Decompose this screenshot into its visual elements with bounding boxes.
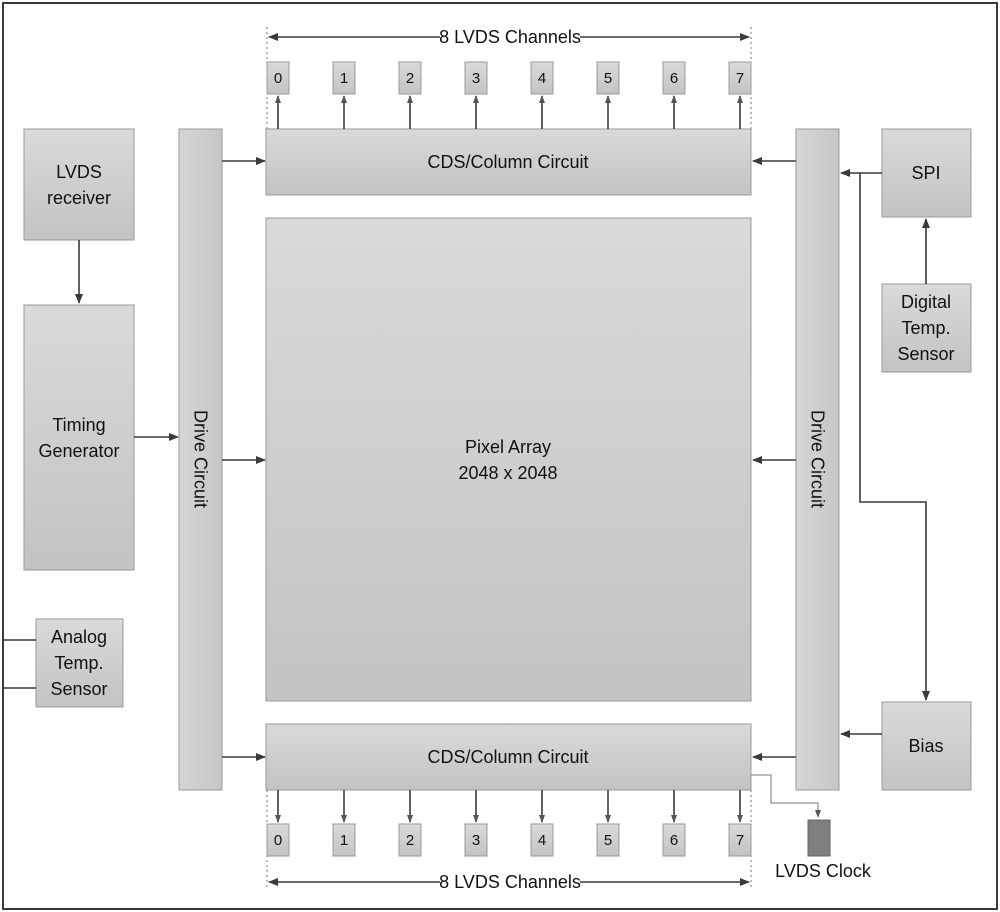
top-channel-label-6: 6: [670, 70, 678, 87]
drive-circuit-left-label: Drive Circuit: [191, 410, 211, 508]
top-channel-label-4: 4: [538, 70, 546, 87]
top-channel-pad-1: [332, 61, 356, 95]
bottom-channel-pad-6: [662, 823, 686, 857]
pixel-array-block: Pixel Array 2048 x 2048: [265, 217, 752, 702]
top-channel-pad-2: [398, 61, 422, 95]
analog-temp-sensor-label-3: Sensor: [50, 679, 107, 699]
timing-generator-label-2: Generator: [38, 441, 119, 461]
timing-generator-label-1: Timing: [52, 415, 105, 435]
analog-temp-sensor-block: Analog Temp. Sensor: [35, 618, 124, 708]
top-channel-pad-0: [266, 61, 290, 95]
digital-temp-sensor-label-1: Digital: [901, 292, 951, 312]
bottom-channel-pad-4: [530, 823, 554, 857]
bias-label: Bias: [908, 736, 943, 756]
digital-temp-sensor-block: Digital Temp. Sensor: [881, 283, 972, 373]
bottom-channel-pad-0: [266, 823, 290, 857]
digital-temp-sensor-label-2: Temp.: [901, 318, 950, 338]
pixel-array-label-2: 2048 x 2048: [458, 463, 557, 483]
drive-circuit-left-block: Drive Circuit: [178, 128, 223, 791]
lvds-receiver-label-2: receiver: [47, 188, 111, 208]
top-channels-title: 8 LVDS Channels: [439, 27, 581, 47]
bottom-channel-pad-5: [596, 823, 620, 857]
bottom-channel-pad-1: [332, 823, 356, 857]
bottom-channel-label-4: 4: [538, 832, 546, 849]
lvds-clock-label: LVDS Clock: [775, 861, 872, 881]
drive-circuit-right-block: Drive Circuit: [795, 128, 840, 791]
bottom-channel-label-0: 0: [274, 832, 282, 849]
top-channel-pad-6: [662, 61, 686, 95]
bottom-channel-label-1: 1: [340, 832, 348, 849]
timing-generator-block: Timing Generator: [23, 304, 135, 571]
cds-column-circuit-bottom-block: CDS/Column Circuit: [265, 723, 752, 791]
top-channel-label-0: 0: [274, 70, 282, 87]
top-channel-pad-3: [464, 61, 488, 95]
spi-block: SPI: [881, 128, 972, 218]
analog-temp-sensor-label-2: Temp.: [54, 653, 103, 673]
top-channel-label-5: 5: [604, 70, 612, 87]
lvds-receiver-label-1: LVDS: [56, 162, 102, 182]
top-channel-label-7: 7: [736, 70, 744, 87]
top-channel-label-1: 1: [340, 70, 348, 87]
bottom-channel-pads: 0 1 2 3 4 5 6 7: [266, 790, 752, 857]
bias-block: Bias: [881, 701, 972, 791]
lvds-clock-pad: [807, 819, 831, 857]
analog-temp-sensor-label-1: Analog: [51, 627, 107, 647]
bottom-channel-label-7: 7: [736, 832, 744, 849]
lvds-receiver-block: LVDS receiver: [23, 128, 135, 241]
top-channel-pads: 0 1 2 3 4 5 6 7: [266, 61, 752, 129]
bottom-channel-pad-2: [398, 823, 422, 857]
cds-column-circuit-top-block: CDS/Column Circuit: [265, 128, 752, 196]
top-channel-pad-7: [728, 61, 752, 95]
top-channel-pad-5: [596, 61, 620, 95]
bottom-channels-title: 8 LVDS Channels: [439, 872, 581, 892]
top-channel-label-2: 2: [406, 70, 414, 87]
top-channel-pad-4: [530, 61, 554, 95]
digital-temp-sensor-label-3: Sensor: [897, 344, 954, 364]
spi-label: SPI: [911, 163, 940, 183]
bottom-channel-label-6: 6: [670, 832, 678, 849]
lvds-clock-wire: [751, 774, 821, 818]
spi-to-bias-wire: [859, 173, 930, 701]
cds-top-label: CDS/Column Circuit: [427, 152, 588, 172]
bottom-channel-pad-3: [464, 823, 488, 857]
top-channel-label-3: 3: [472, 70, 480, 87]
bottom-channel-label-5: 5: [604, 832, 612, 849]
bottom-channel-label-3: 3: [472, 832, 480, 849]
drive-circuit-right-label: Drive Circuit: [808, 410, 828, 508]
bottom-channel-label-2: 2: [406, 832, 414, 849]
cds-bottom-label: CDS/Column Circuit: [427, 747, 588, 767]
pixel-array-label-1: Pixel Array: [465, 437, 551, 457]
bottom-channel-pad-7: [728, 823, 752, 857]
